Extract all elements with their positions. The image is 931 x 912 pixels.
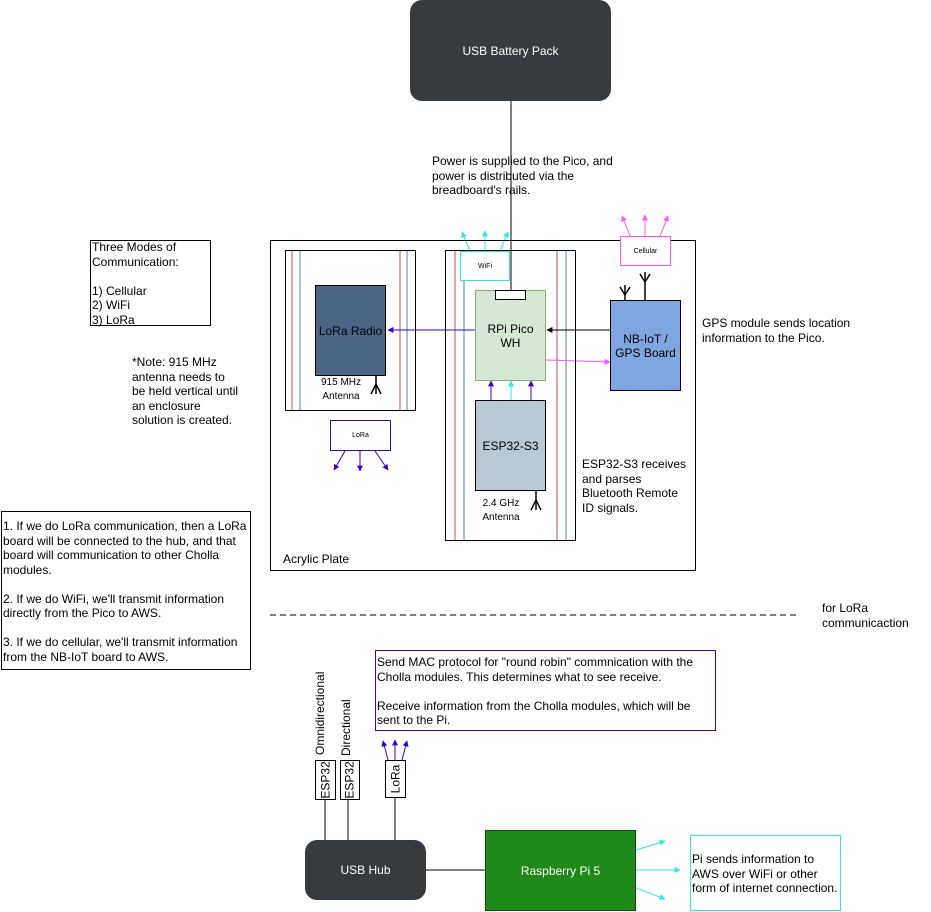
gps-note: GPS module sends location information to… <box>702 316 851 345</box>
cellular-signal-arrows <box>621 214 669 237</box>
raspberry-pi-5-label: Raspberry Pi 5 <box>520 863 601 878</box>
left-breadboard <box>285 250 416 411</box>
esp32-antenna-label: 2.4 GHz Antenna <box>482 498 520 523</box>
lora-antenna-label: 915 MHz Antenna <box>320 377 361 402</box>
right-breadboard-rails <box>454 251 567 540</box>
hub-device-lora: LoRa <box>385 760 406 798</box>
wifi-module: WiFi <box>460 251 510 281</box>
hub-device-esp32-omni: ESP32 <box>315 760 336 800</box>
esp32-s3: ESP32-S3 <box>475 400 546 491</box>
raspberry-pi-5: Raspberry Pi 5 <box>485 830 636 911</box>
divider-note: for LoRa communicaction <box>822 601 909 630</box>
nbiot-gps-board-label: NB-IoT / GPS Board <box>615 331 676 360</box>
right-breadboard <box>445 250 576 541</box>
pi-signal-arrows <box>635 839 681 900</box>
esp-note: ESP32-S3 receives and parses Bluetooth R… <box>582 457 687 515</box>
nbiot-gps-board: NB-IoT / GPS Board <box>610 300 681 391</box>
pico-usb-port <box>495 290 526 300</box>
directional-caption: Directional <box>339 699 353 756</box>
antenna-note: *Note: 915 MHz antenna needs to be held … <box>132 355 239 427</box>
lora-radio-label: LoRa Radio <box>318 323 383 338</box>
pico-to-nbiot-arrow <box>544 358 611 365</box>
acrylic-plate-label: Acrylic Plate <box>283 552 350 566</box>
lora-radio: LoRa Radio <box>315 285 386 376</box>
lora-module-small: LoRa <box>330 420 391 451</box>
hub-device-esp32-omni-label: ESP32 <box>318 761 333 799</box>
usb-battery-pack: USB Battery Pack <box>410 0 611 101</box>
rpi-pico: RPi Pico WH <box>475 290 546 381</box>
rpi-pico-label: RPi Pico WH <box>487 321 534 350</box>
hub-lora-signal-arrows <box>381 739 409 761</box>
wifi-module-label: WiFi <box>478 262 492 270</box>
acrylic-plate: Acrylic Plate <box>270 240 696 571</box>
cellular-module-label: Cellular <box>633 247 658 255</box>
hub-device-esp32-directional: ESP32 <box>340 760 360 800</box>
esp32-s3-label: ESP32-S3 <box>482 438 539 453</box>
usb-hub: USB Hub <box>305 840 426 900</box>
pi-note-text: Pi sends information to AWS over WiFi or… <box>692 852 838 895</box>
modes-box: Three Modes of Communication: 1) Cellula… <box>90 240 211 327</box>
wifi-signal-arrows <box>461 230 509 252</box>
omnidirectional-caption: Omnidirectional <box>313 671 327 755</box>
hub-device-lora-label: LoRa <box>388 764 403 794</box>
mac-protocol-box: Send MAC protocol for "round robin" comm… <box>375 650 716 731</box>
usb-battery-pack-label: USB Battery Pack <box>462 43 559 58</box>
power-note: Power is supplied to the Pico, and power… <box>432 154 613 197</box>
lora-module-small-label: LoRa <box>352 432 369 439</box>
cellular-module: Cellular <box>620 236 671 266</box>
hub-device-esp32-directional-label: ESP32 <box>343 761 358 799</box>
lora-signal-arrows <box>333 450 389 472</box>
usb-hub-label: USB Hub <box>340 863 391 877</box>
communication-notes-text: 1. If we do LoRa communication, then a L… <box>3 519 247 664</box>
pi-note-box: Pi sends information to AWS over WiFi or… <box>690 835 841 911</box>
communication-notes-box: 1. If we do LoRa communication, then a L… <box>1 511 251 670</box>
mac-protocol-text: Send MAC protocol for "round robin" comm… <box>377 655 694 727</box>
esp32-antenna-icon <box>530 490 542 511</box>
modes-text: Three Modes of Communication: 1) Cellula… <box>92 240 179 327</box>
nbiot-antenna-icons <box>619 272 651 300</box>
